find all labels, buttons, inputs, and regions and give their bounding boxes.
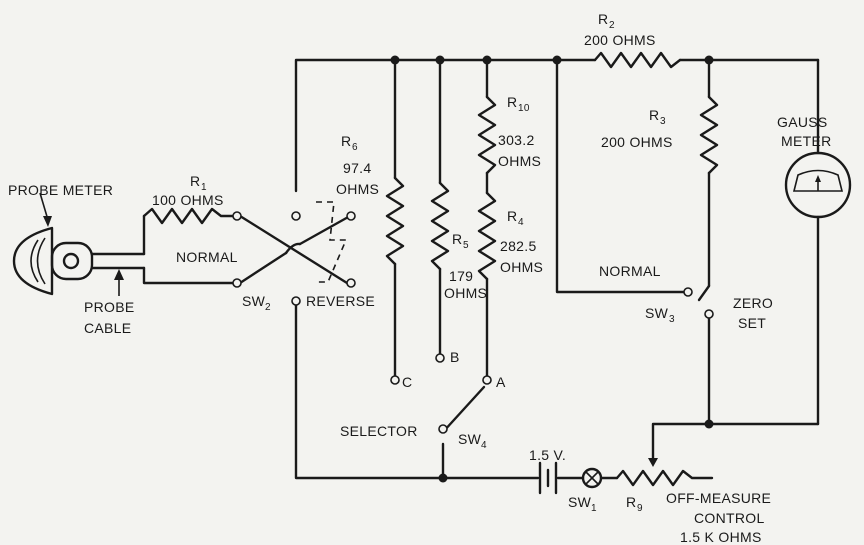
label-gauss-meter-1: GAUSS [777,114,828,130]
resistor-r2 [593,51,682,69]
label-r6-sub: 6 [352,142,358,153]
label-reverse: REVERSE [306,293,375,309]
resistor-r5 [430,58,450,356]
label-r4-value-1: 282.5 [500,238,537,254]
resistor-r6 [385,58,405,378]
label-off-measure: OFF-MEASURE [666,490,771,506]
switch-sw3 [697,284,711,426]
lamp-sw1 [581,467,603,489]
label-normal-sw3: NORMAL [599,263,661,279]
label-probe-cable-1: PROBE [84,299,135,315]
label-sw1-sub: 1 [591,503,597,514]
label-r6-value-2: OHMS [336,181,379,197]
label-normal-sw2: NORMAL [176,249,238,265]
label-r1-value: 100 OHMS [152,192,224,208]
bottom-wire [294,303,619,480]
junction-dots [390,55,714,483]
label-r4-sub: 4 [518,217,524,228]
label-r6-value-1: 97.4 [343,160,371,176]
terminals [232,211,714,434]
label-r4-value-2: OHMS [500,259,543,275]
label-sw1: SW [568,494,592,510]
top-bus-wire [294,58,820,193]
label-r1-sub: 1 [201,182,207,193]
label-probe-cable-2: CABLE [84,320,131,336]
label-sw4: SW [458,431,482,447]
label-r9: R [626,494,636,510]
label-sw4-sub: 4 [481,440,487,451]
label-r4: R [507,208,517,224]
label-r5-value-2: OHMS [444,285,487,301]
label-gauss-meter-2: METER [781,133,832,149]
label-r9-sub: 9 [637,503,643,514]
label-probe-meter: PROBE METER [8,182,113,198]
labels: PROBE METER PROBE CABLE R 1 100 OHMS NOR… [8,11,832,545]
resistor-r9 [615,422,714,487]
label-terminal-a: A [496,374,506,390]
label-r5-sub: 5 [463,240,469,251]
label-r6: R [341,133,351,149]
label-sw3: SW [645,305,669,321]
resistor-r3 [699,58,719,288]
label-r10: R [507,94,517,110]
label-control-value: 1.5 K OHMS [680,529,762,545]
label-r3: R [649,107,659,123]
resistor-r4 [477,191,497,378]
normal-wire [555,58,686,294]
label-r3-value: 200 OHMS [601,134,673,150]
resistor-r1 [142,207,235,256]
label-set: SET [738,315,766,331]
gauss-meter [707,151,852,426]
label-terminal-b: B [450,349,460,365]
label-r2: R [598,11,608,27]
label-r2-sub: 2 [609,20,615,31]
resistor-r10 [477,58,497,195]
switch-sw2 [238,201,352,285]
label-r1: R [190,173,200,189]
label-r5-value-1: 179 [449,268,473,284]
label-sw3-sub: 3 [669,314,675,325]
label-r10-value-1: 303.2 [498,132,535,148]
probe-return-wire [142,266,235,285]
label-r2-value: 200 OHMS [584,32,656,48]
battery-symbol [538,461,558,495]
label-sw2-sub: 2 [265,302,271,313]
label-r10-value-2: OHMS [498,153,541,169]
probe-meter-icon [12,192,146,296]
switch-sw4 [441,385,486,434]
label-battery: 1.5 V. [529,447,566,463]
label-control: CONTROL [694,510,765,526]
label-r5: R [452,231,462,247]
label-zero: ZERO [733,295,773,311]
label-terminal-c: C [402,374,412,390]
label-r3-sub: 3 [660,116,666,127]
label-r10-sub: 10 [518,103,530,114]
label-sw2: SW [242,293,266,309]
label-selector: SELECTOR [340,423,418,439]
